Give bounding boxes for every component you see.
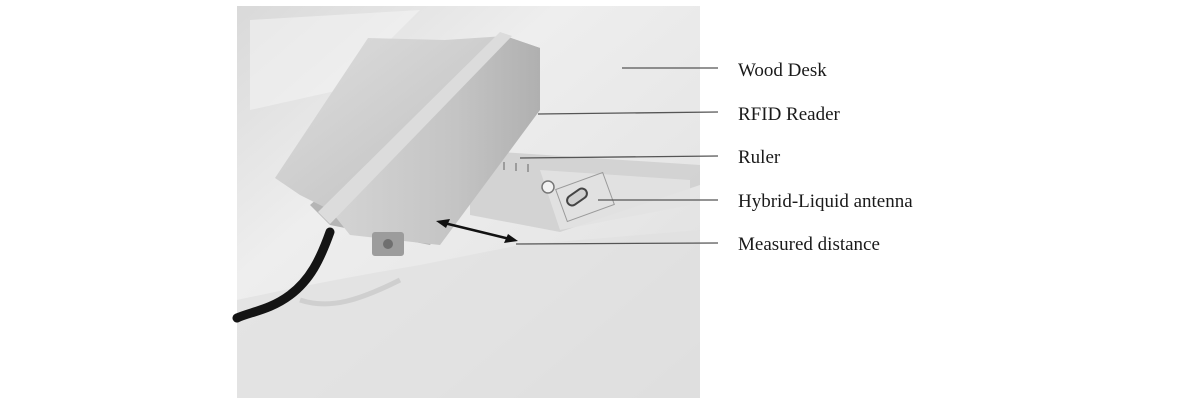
leader-line-distance: [515, 242, 719, 245]
antenna-substrate: [555, 171, 615, 223]
rfid-reader-rim: [318, 32, 512, 224]
label-measured-distance: Measured distance: [738, 234, 880, 255]
distance-arrow-head-right: [504, 234, 518, 243]
reflection: [250, 10, 420, 110]
cable-shadow: [299, 277, 402, 307]
label-ruler: Ruler: [738, 147, 781, 168]
rfid-reader-top: [275, 36, 505, 210]
label-rfid-reader: RFID Reader: [738, 104, 840, 125]
distance-arrow: [439, 220, 515, 242]
desk-shadow: [237, 230, 700, 398]
leader-line-reader: [537, 111, 719, 115]
leader-line-ruler: [519, 155, 719, 159]
label-wood-desk: Wood Desk: [738, 60, 827, 81]
label-hybrid-liquid-antenna: Hybrid-Liquid antenna: [738, 191, 913, 212]
ruler-hole: [541, 180, 555, 194]
reader-cable: [232, 227, 335, 323]
distance-arrow-head-left: [436, 219, 450, 228]
rfid-reader-face: [330, 36, 540, 245]
hybrid-liquid-antenna: [566, 187, 588, 207]
connector-screw: [383, 239, 393, 249]
